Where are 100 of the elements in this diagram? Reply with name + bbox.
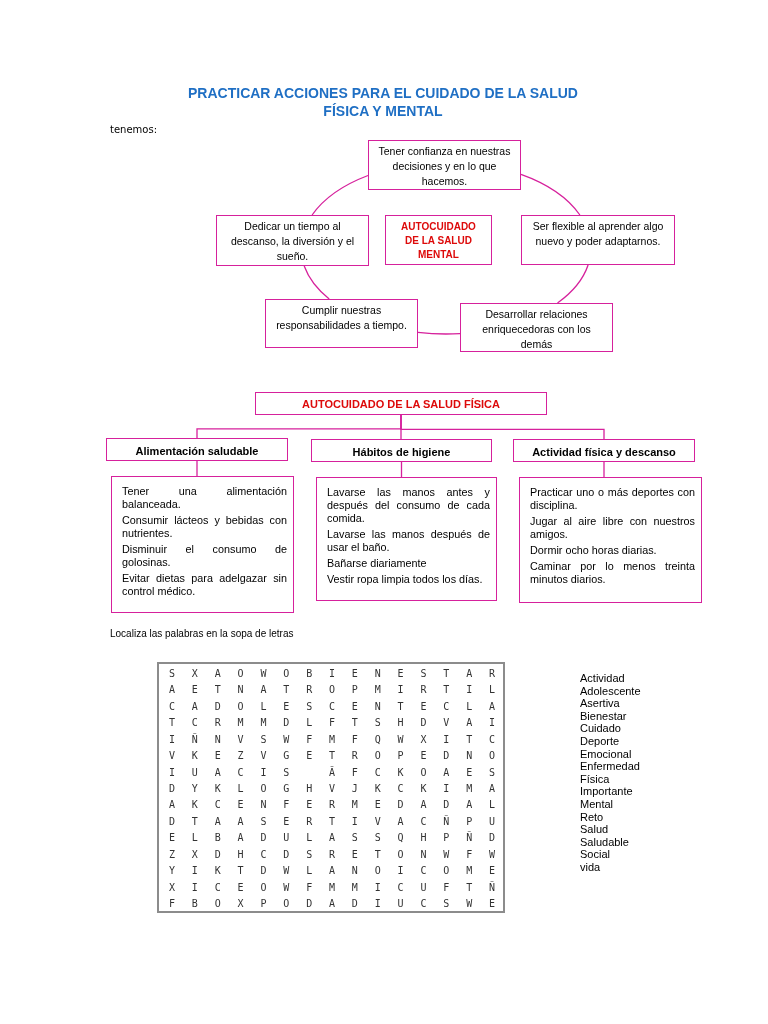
puzzle-letter: Ñ: [489, 882, 496, 893]
tip-text: Consumir lácteos y bebidas con nutrientes.: [122, 514, 287, 540]
puzzle-letter: W: [260, 669, 267, 679]
tip-text: Evitar dietas para adelgazar sin control médico.: [122, 572, 287, 598]
puzzle-letter: P: [443, 833, 450, 844]
puzzle-letter: S: [443, 899, 450, 909]
puzzle-letter: U: [191, 767, 198, 778]
concept-box: [460, 303, 613, 352]
puzzle-letter: A: [329, 899, 336, 909]
puzzle-letter: E: [351, 669, 358, 679]
concept-box: [216, 215, 369, 266]
puzzle-letter: B: [214, 833, 221, 844]
topic-title: AUTOCUIDADO DE LA SALUD FÍSICA: [302, 397, 500, 410]
puzzle-letter: N: [466, 751, 473, 762]
puzzle-letter: I: [489, 718, 496, 729]
tips-box: [519, 477, 702, 603]
puzzle-letter: D: [169, 784, 175, 794]
puzzle-letter: L: [191, 833, 198, 844]
puzzle-letter: T: [443, 685, 450, 696]
topic-title: AUTOCUIDADO DE LA SALUD MENTAL: [400, 220, 477, 262]
tip-text: Disminuir el consumo de golosinas.: [122, 543, 287, 569]
connector-line: [311, 174, 369, 216]
puzzle-letter: R: [214, 718, 221, 729]
puzzle-letter: E: [351, 849, 358, 860]
tip-text: Practicar uno o más deportes con disciplina.: [530, 486, 695, 512]
puzzle-letter: C: [214, 800, 221, 811]
puzzle-letter: X: [237, 899, 244, 909]
puzzle-letter: N: [420, 849, 427, 860]
puzzle-letter: T: [329, 751, 336, 762]
puzzle-letter: L: [237, 784, 244, 794]
puzzle-letter: E: [283, 816, 290, 827]
puzzle-letter: F: [306, 734, 313, 745]
puzzle-letter: L: [466, 701, 473, 712]
word-list-item: Enfermedad: [580, 760, 640, 773]
puzzle-letter: G: [283, 751, 290, 762]
puzzle-letter: Z: [169, 849, 175, 860]
puzzle-letter: D: [260, 866, 267, 877]
puzzle-letter: W: [489, 849, 496, 860]
puzzle-letter: L: [306, 833, 313, 844]
puzzle-letter: E: [306, 800, 313, 811]
puzzle-letter: T: [466, 882, 473, 893]
puzzle-letter: A: [237, 816, 244, 827]
word-list-item: Reto: [580, 810, 604, 823]
puzzle-letter: S: [420, 669, 427, 679]
puzzle-letter: A: [191, 701, 198, 712]
puzzle-letter: F: [466, 849, 473, 860]
puzzle-letter: O: [443, 866, 450, 877]
puzzle-letter: F: [351, 767, 358, 778]
puzzle-letter: C: [191, 718, 198, 729]
puzzle-letter: E: [374, 800, 381, 811]
puzzle-letter: I: [443, 734, 450, 745]
puzzle-letter: C: [420, 899, 427, 909]
puzzle-letter: F: [443, 882, 450, 893]
puzzle-letter: W: [283, 734, 290, 745]
puzzle-letter: I: [374, 882, 381, 893]
word-list-item: Bienestar: [580, 709, 627, 722]
puzzle-letter: E: [420, 751, 427, 762]
puzzle-letter: A: [214, 816, 221, 827]
puzzle-letter: K: [420, 784, 427, 794]
puzzle-letter: N: [260, 800, 267, 811]
puzzle-letter: E: [466, 767, 473, 778]
topic-box: [255, 392, 547, 415]
category-box: [513, 439, 695, 462]
puzzle-letter: U: [397, 899, 404, 909]
puzzle-letter: I: [169, 767, 175, 778]
puzzle-letter: V: [169, 751, 175, 762]
puzzle-letter: E: [306, 751, 313, 762]
central-topic-box: [385, 215, 492, 265]
concept-text: Cumplir nuestras responsabilidades a tiempo.: [275, 303, 408, 333]
puzzle-letter: I: [443, 784, 450, 794]
puzzle-letter: M: [329, 734, 336, 745]
concept-text: Tener confianza en nuestras decisiones y en lo que hacemos.: [378, 144, 511, 189]
puzzle-letter: S: [351, 833, 358, 844]
puzzle-letter: M: [374, 685, 381, 696]
puzzle-letter: E: [214, 751, 221, 762]
puzzle-letter: C: [169, 701, 175, 712]
puzzle-letter: C: [443, 701, 450, 712]
puzzle-letter: T: [214, 685, 221, 696]
puzzle-letter: S: [283, 767, 290, 778]
intro-text: tenemos:: [110, 124, 157, 136]
puzzle-letter: P: [351, 685, 358, 696]
concept-box: [368, 140, 521, 190]
connector-line: [417, 331, 461, 335]
puzzle-letter: D: [214, 701, 221, 712]
puzzle-letter: L: [306, 866, 313, 877]
puzzle-letter: T: [374, 849, 381, 860]
puzzle-letter: Z: [237, 751, 244, 762]
puzzle-letter: D: [283, 849, 290, 860]
puzzle-letter: D: [443, 800, 450, 811]
concept-box: [521, 215, 675, 265]
puzzle-letter: C: [260, 849, 267, 860]
puzzle-letter: C: [329, 701, 336, 712]
puzzle-letter: K: [397, 767, 404, 778]
puzzle-letter: T: [443, 669, 450, 679]
puzzle-letter: R: [489, 669, 496, 679]
category-heading: Hábitos de higiene: [352, 445, 451, 458]
puzzle-letter: C: [489, 734, 496, 745]
puzzle-letter: A: [397, 816, 404, 827]
puzzle-letter: N: [374, 669, 381, 679]
puzzle-letter: S: [169, 669, 175, 679]
